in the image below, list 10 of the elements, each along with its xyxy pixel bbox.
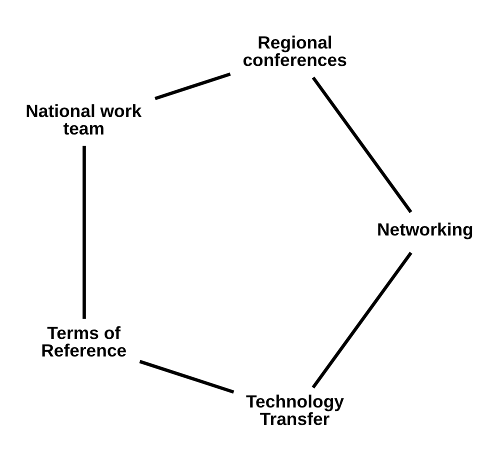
node-text: Terms of Reference: [40, 322, 126, 361]
node-text: National work team: [25, 100, 142, 139]
node-text: Regional conferences: [242, 32, 346, 70]
node-text: Networking: [376, 220, 473, 240]
connector: [82, 146, 86, 319]
connector: [311, 252, 412, 389]
connector: [138, 360, 234, 394]
connector: [311, 76, 412, 214]
connector: [154, 72, 230, 100]
node-text: Technology Transfer: [246, 391, 344, 430]
